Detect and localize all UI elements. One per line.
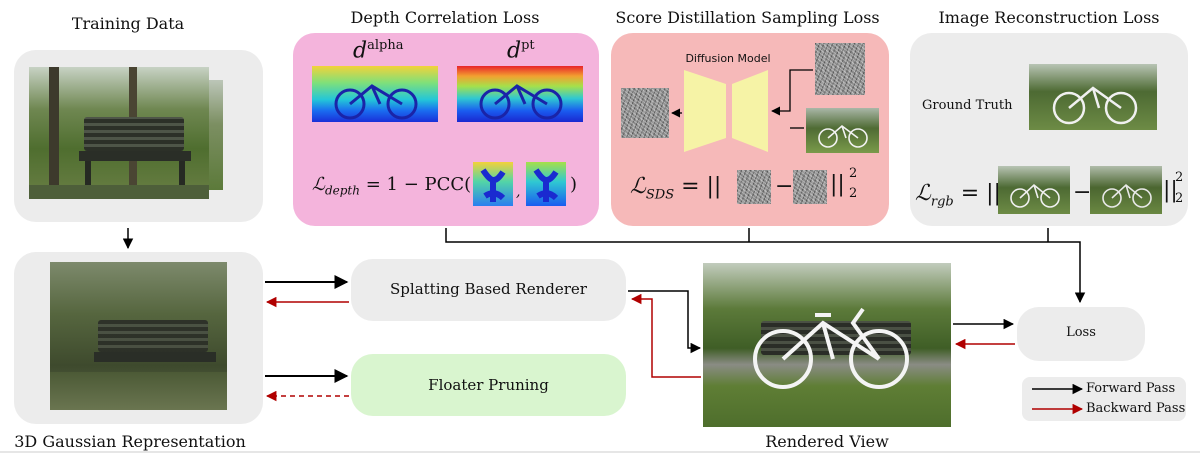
title-sds-loss: Score Distillation Sampling Loss xyxy=(615,8,880,27)
sds-formula-noise-a xyxy=(737,170,771,204)
title-recon-loss: Image Reconstruction Loss xyxy=(938,8,1160,27)
rgb-formula-sup: 2 xyxy=(1175,170,1184,185)
arrow-view-to-renderer xyxy=(630,293,701,378)
title-depth-loss: Depth Correlation Loss xyxy=(350,8,540,27)
loss-label: Loss xyxy=(1066,325,1096,340)
training-image-bench xyxy=(29,67,209,199)
gaussian-render-image xyxy=(50,262,227,410)
rgb-formula-lhs: ℒrgb = || xyxy=(915,181,1001,210)
rgb-formula-image-b xyxy=(1090,166,1162,214)
depth-formula: ℒdepth = 1 − PCC( xyxy=(312,174,472,198)
loss-box xyxy=(1017,307,1145,361)
pruning-box xyxy=(351,354,626,416)
sds-formula-lhs: ℒSDS = || xyxy=(630,174,722,203)
arrow-renderer-to-view xyxy=(628,290,702,354)
sds-formula-minus: − xyxy=(775,174,794,199)
depth-map-alpha xyxy=(312,66,438,122)
sds-formula-sup: 2 xyxy=(849,166,858,181)
rgb-formula-image-a xyxy=(998,166,1070,214)
ground-truth-image xyxy=(1029,64,1157,130)
depth-patch-alpha xyxy=(473,162,513,206)
depth-formula-end: ) xyxy=(570,174,578,195)
d-pt-label: dpt xyxy=(507,38,535,64)
title-gaussian-rep: 3D Gaussian Representation xyxy=(14,432,246,451)
sds-output-noise xyxy=(621,88,669,138)
rgb-formula-subscript: 2 xyxy=(1175,191,1184,206)
legend-backward-label: Backward Pass xyxy=(1086,401,1186,416)
rgb-formula-norm: || xyxy=(1163,178,1178,203)
sds-formula-subscript: 2 xyxy=(849,186,858,201)
d-alpha-label: dalpha xyxy=(353,38,404,64)
title-rendered-view: Rendered View xyxy=(765,432,889,451)
rendered-view-image xyxy=(703,263,951,427)
diffusion-model-label: Diffusion Model xyxy=(685,52,771,65)
sds-input-noise xyxy=(815,43,865,95)
sds-formula-noise-b xyxy=(793,170,827,204)
rgb-formula-minus: − xyxy=(1073,180,1092,205)
sds-formula-norm: || xyxy=(830,172,845,197)
pruning-label: Floater Pruning xyxy=(428,376,549,394)
renderer-label: Splatting Based Renderer xyxy=(390,280,587,298)
legend-forward-label: Forward Pass xyxy=(1086,381,1176,396)
depth-formula-comma: , xyxy=(516,184,521,200)
sds-input-image xyxy=(806,108,879,153)
legend-box xyxy=(1022,377,1186,421)
depth-patch-pt xyxy=(526,162,566,206)
depth-map-pt xyxy=(457,66,583,122)
ground-truth-label: Ground Truth xyxy=(922,98,1013,113)
title-training-data: Training Data xyxy=(71,14,185,33)
